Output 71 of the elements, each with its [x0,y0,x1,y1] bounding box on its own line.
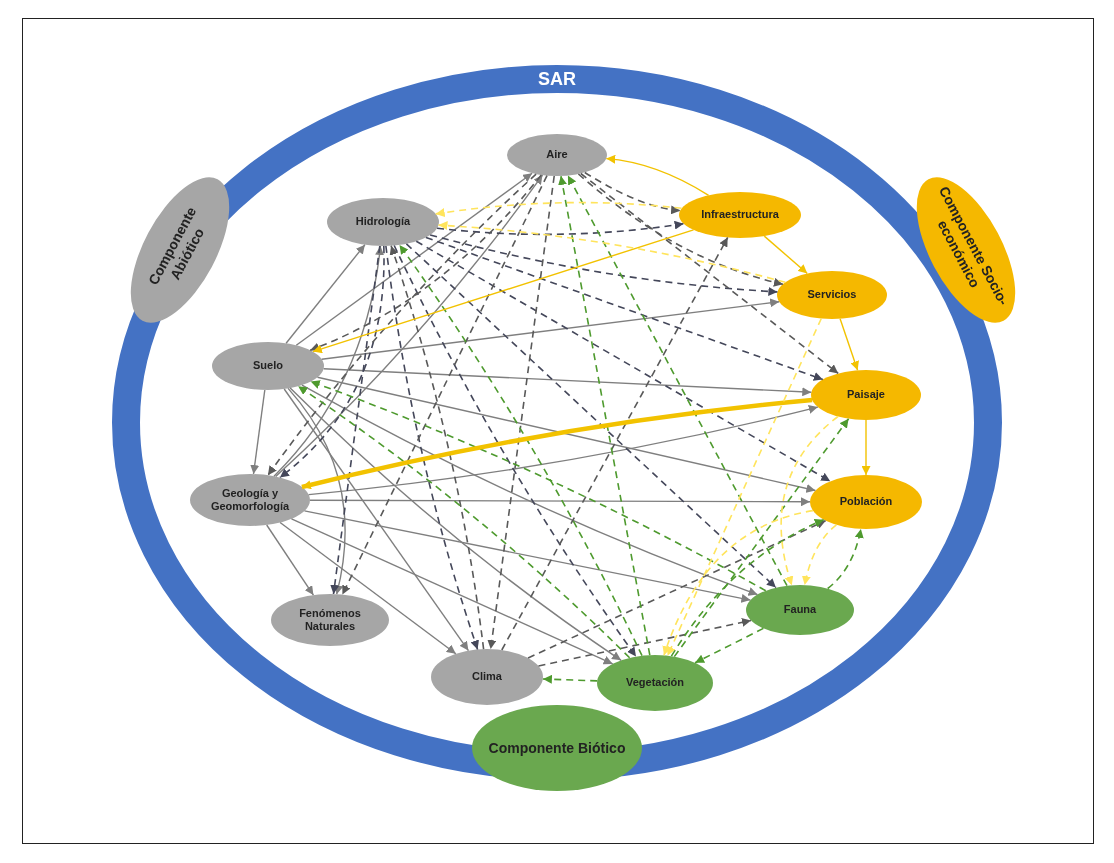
arrow [861,419,871,476]
arrow [694,627,765,664]
arrow [542,674,598,684]
arrow [670,518,825,657]
arrow [312,229,695,354]
arrow [662,509,814,657]
arrow [839,318,859,371]
arrow [802,524,838,586]
arrow [308,404,819,496]
arrow [290,518,614,665]
node-label: Fenómenos Naturales [298,606,362,634]
arrow [266,524,315,596]
arrow [322,368,812,397]
arrow [501,236,729,651]
arrow [584,171,681,215]
arrow [487,175,555,650]
arrow [437,221,787,284]
ellipse-node [810,475,922,529]
arrow [287,387,346,595]
ellipse-node [811,370,921,420]
ellipse-node [746,585,854,635]
arrow [666,317,823,657]
ring-title: SAR [538,68,576,90]
ellipse-node [327,198,439,246]
arrow [425,236,824,381]
ellipse-node [271,594,389,646]
arrow [826,528,864,590]
arrow [527,519,827,659]
node-label: Paisaje [847,388,885,402]
arrow [316,376,817,493]
arrow [434,201,683,218]
arrow [405,243,777,589]
node-label: Hidrología [355,215,411,229]
node-label: Geología y Geomorfología [209,486,291,514]
node-label: Fauna [783,603,817,617]
arrow [321,298,780,360]
arrow [285,244,366,344]
ellipse-node [190,474,310,526]
ellipse-node [597,655,713,711]
ellipse-node [212,342,324,390]
arrow [330,245,381,595]
arrow [780,415,839,587]
arrow [558,175,651,656]
arrow [301,397,813,490]
node-label: Vegetación [625,676,685,690]
arrow [283,388,470,652]
ellipse-node [777,271,887,319]
node-label: Servicios [807,288,857,302]
arrow [580,172,839,375]
arrow [567,174,788,587]
ellipse-node [431,649,543,705]
node-label: Componente Biótico [488,739,626,757]
ellipse-node [679,192,801,238]
node-label: Suelo [253,359,283,373]
arrow [415,240,831,482]
node-label: Infraestructura [701,208,779,222]
arrow [537,618,752,667]
node-label: Clima [472,670,502,684]
arrow [279,521,457,655]
arrow [303,510,752,603]
arrow [341,174,548,596]
arrow [763,235,808,275]
arrow [429,234,779,296]
node-label: Aire [546,148,568,162]
arrow [605,155,710,196]
node-label: Población [839,495,893,509]
arrow [577,173,784,287]
arrow [673,417,850,658]
arrow [436,220,685,236]
arrow [309,497,811,507]
arrow [250,389,266,475]
